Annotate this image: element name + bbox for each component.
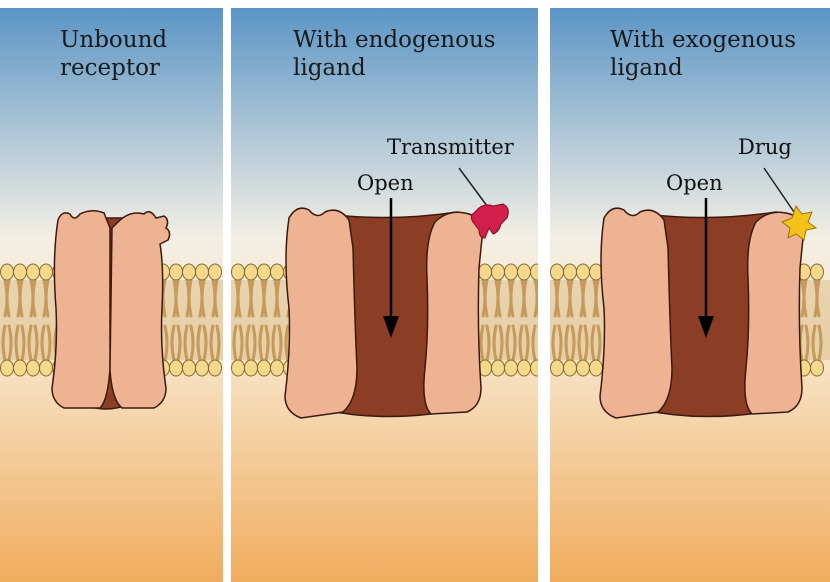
lipid-head — [1, 360, 14, 376]
lipid-tail — [31, 280, 35, 316]
lipid-head — [170, 360, 183, 376]
lipid-tail — [815, 280, 819, 316]
lipid-head — [14, 264, 27, 280]
lipid-head — [40, 360, 53, 376]
panel-exogenous: With exogenous ligand Open Drug — [550, 8, 830, 582]
lipid-tail — [213, 280, 217, 316]
lipid-tail — [802, 280, 806, 316]
drug-label: Drug — [738, 135, 792, 159]
lipid-head — [518, 264, 531, 280]
receptor-open — [285, 208, 483, 418]
lipid-tail — [5, 280, 9, 316]
lipid-head — [551, 264, 564, 280]
lipid-tail — [174, 280, 178, 316]
lipid-tail — [249, 280, 253, 316]
lipid-tail — [594, 280, 598, 316]
lipid-head — [245, 264, 258, 280]
lipid-head — [271, 264, 284, 280]
lipid-head — [196, 264, 209, 280]
open-label: Open — [666, 171, 723, 195]
panel-unbound: Unbound receptor — [0, 8, 223, 582]
panel-title: Unbound receptor — [60, 26, 167, 82]
lipid-head — [170, 264, 183, 280]
exogenous-receptor-illustration — [550, 8, 830, 582]
lipid-head — [271, 360, 284, 376]
lipid-tail — [483, 280, 487, 316]
lipid-head — [564, 360, 577, 376]
lipid-head — [258, 360, 271, 376]
lipid-head — [551, 360, 564, 376]
lipid-head — [245, 360, 258, 376]
unbound-receptor-illustration — [0, 8, 223, 582]
lipid-head — [258, 264, 271, 280]
lipid-head — [492, 264, 505, 280]
lipid-tail — [44, 280, 48, 316]
lipid-tail — [236, 280, 240, 316]
lipid-head — [1, 264, 14, 280]
lipid-head — [518, 360, 531, 376]
open-label: Open — [357, 171, 414, 195]
lipid-head — [209, 360, 222, 376]
lipid-head — [183, 360, 196, 376]
transmitter-label: Transmitter — [387, 135, 514, 159]
lipid-head — [232, 264, 245, 280]
panel-endogenous: With endogenous ligand Open Transmitter — [231, 8, 538, 582]
lipid-head — [811, 360, 824, 376]
lipid-head — [183, 264, 196, 280]
lipid-head — [505, 264, 518, 280]
lipid-head — [577, 360, 590, 376]
lipid-head — [27, 264, 40, 280]
receptor-open — [600, 208, 804, 418]
lipid-head — [811, 264, 824, 280]
lipid-tail — [200, 280, 204, 316]
lipid-head — [492, 360, 505, 376]
lipid-tail — [581, 280, 585, 316]
lipid-head — [232, 360, 245, 376]
endogenous-receptor-illustration — [231, 8, 538, 582]
lipid-tail — [555, 280, 559, 316]
receptor-closed — [52, 211, 170, 409]
lipid-tail — [187, 280, 191, 316]
lipid-tail — [522, 280, 526, 316]
lipid-tail — [496, 280, 500, 316]
lipid-tail — [509, 280, 513, 316]
lipid-head — [40, 264, 53, 280]
panel-title: With endogenous ligand — [293, 26, 496, 82]
lipid-head — [577, 264, 590, 280]
lipid-head — [564, 264, 577, 280]
lipid-head — [196, 360, 209, 376]
lipid-head — [590, 360, 603, 376]
lipid-tail — [262, 280, 266, 316]
lipid-tail — [275, 280, 279, 316]
panel-title: With exogenous ligand — [610, 26, 796, 82]
lipid-head — [209, 264, 222, 280]
lipid-head — [479, 264, 492, 280]
lipid-head — [27, 360, 40, 376]
lipid-tail — [568, 280, 572, 316]
lipid-tail — [18, 280, 22, 316]
lipid-head — [14, 360, 27, 376]
lipid-head — [505, 360, 518, 376]
